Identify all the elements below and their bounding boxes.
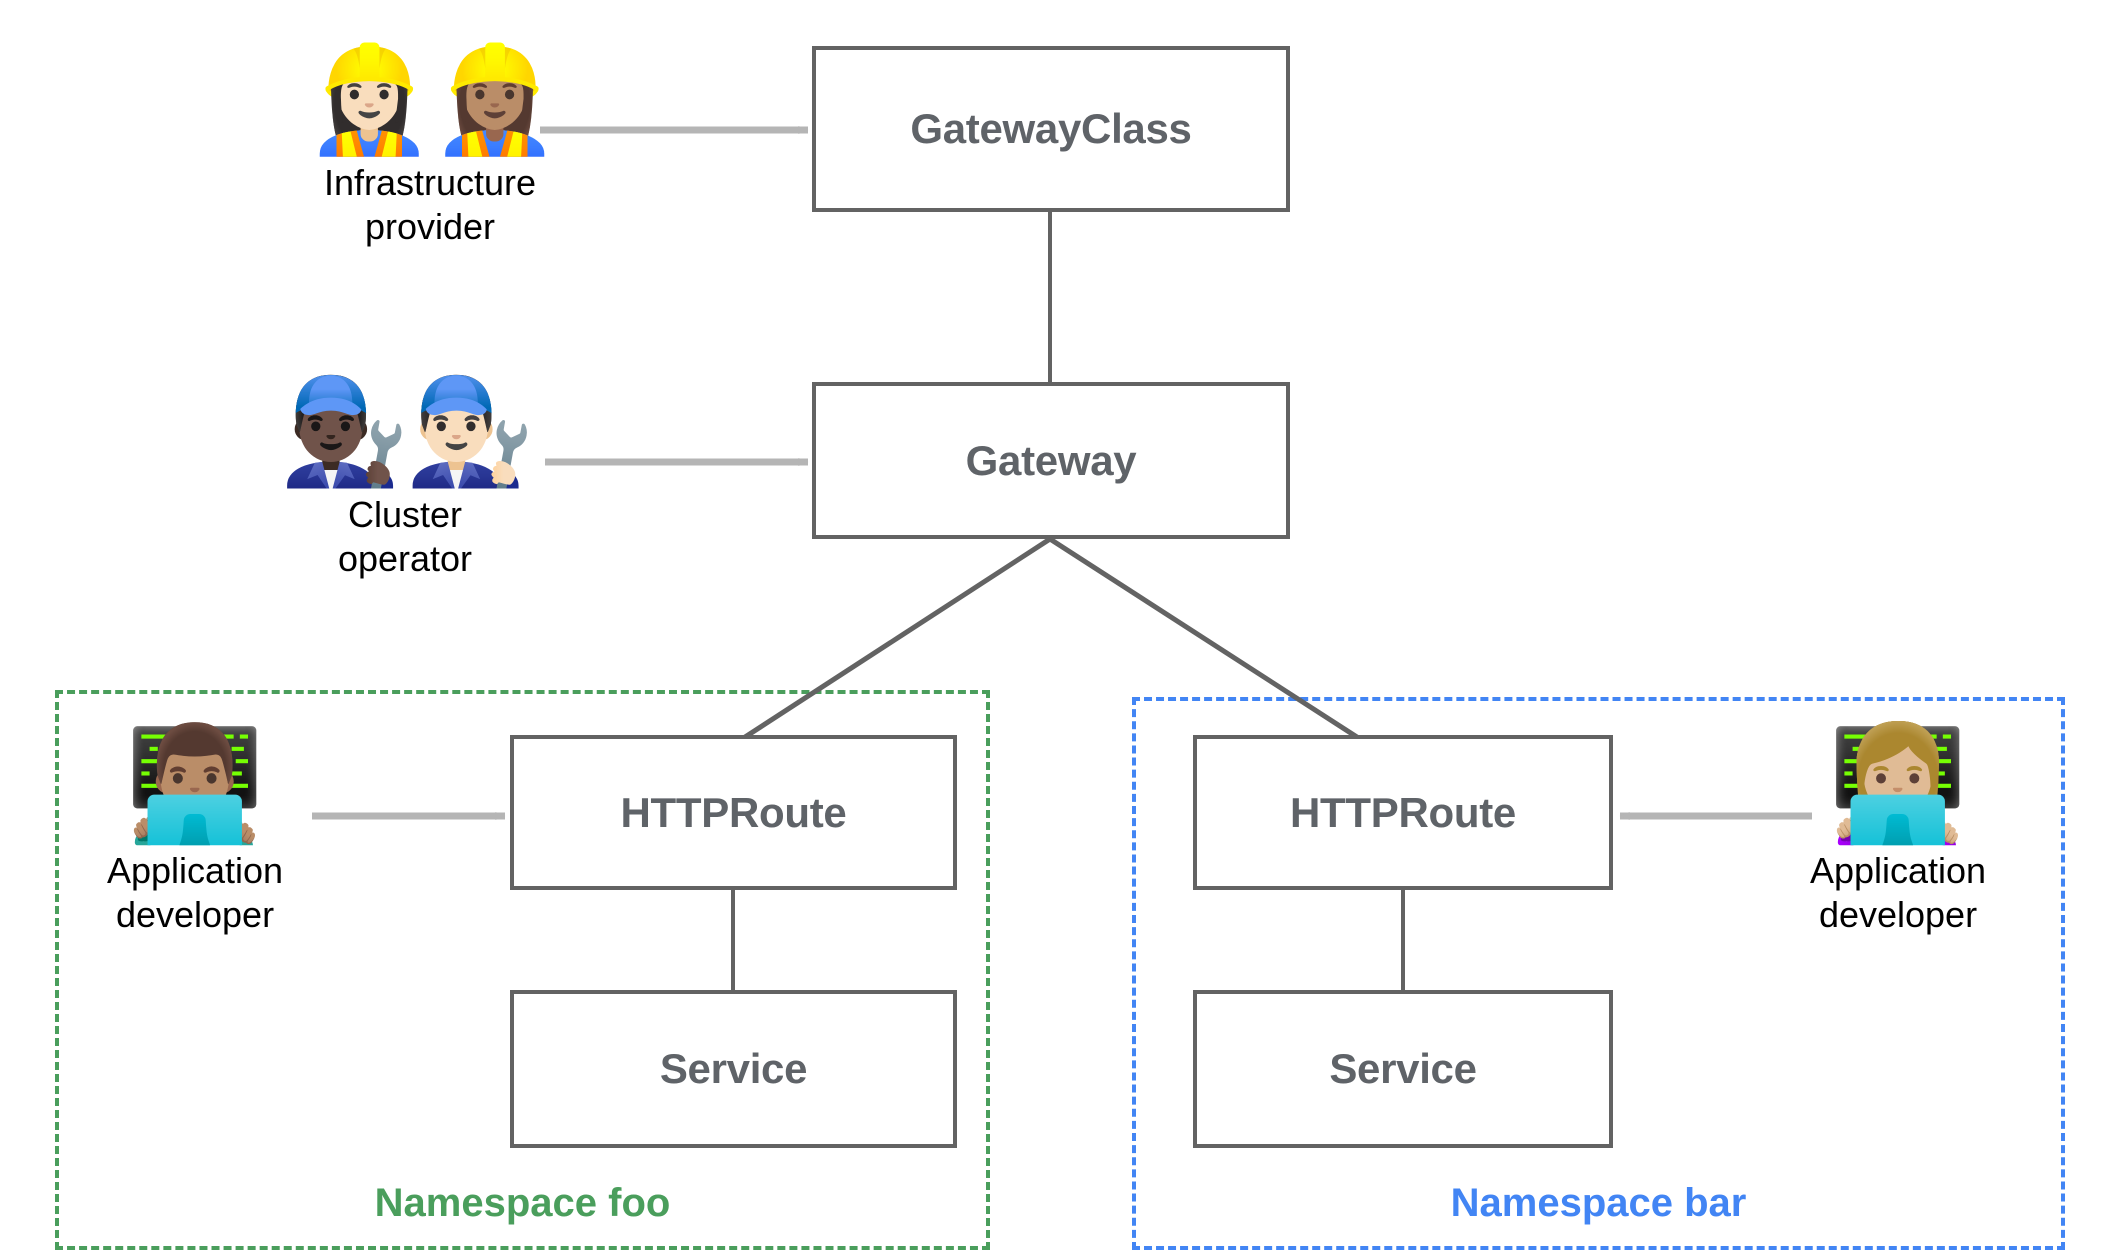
namespace-label-foo: Namespace foo [374, 1181, 671, 1225]
node-gatewayclass[interactable]: GatewayClass [812, 46, 1290, 212]
node-httproute-bar[interactable]: HTTPRoute [1193, 735, 1613, 890]
edge-gateway-httproute-bar [1048, 536, 1362, 742]
persona-cluster-operator-label: Cluster operator [337, 494, 473, 580]
node-httproute-foo-label: HTTPRoute [620, 788, 847, 836]
man-technologist-icon: 👨🏽‍💻 [125, 721, 265, 846]
node-service-foo-label: Service [659, 1045, 808, 1092]
mechanic-workers-icon: 👨🏿‍🔧👨🏻‍🔧 [279, 374, 535, 490]
persona-application-developer-foo-label: Application developer [106, 849, 284, 935]
node-httproute-bar-label: HTTPRoute [1290, 788, 1516, 836]
hard-hat-workers-icon: 👷🏻‍♀️👷🏽‍♀️ [304, 42, 560, 158]
persona-infrastructure-provider-label: Infrastructure provider [323, 162, 537, 248]
namespace-boundary-bar [1132, 697, 2065, 1250]
persona-infrastructure-provider: 👷🏻‍♀️👷🏽‍♀️ Infrastructure provider [240, 42, 620, 249]
node-gateway-label: Gateway [965, 436, 1137, 484]
persona-cluster-operator: 👨🏿‍🔧👨🏻‍🔧 Cluster operator [215, 374, 595, 581]
persona-application-developer-bar-label: Application developer [1809, 849, 1987, 935]
persona-application-developer-bar: 👩🏼‍💻 Application developer [1733, 725, 2063, 936]
node-httproute-foo[interactable]: HTTPRoute [510, 735, 957, 890]
namespace-boundary-foo [55, 690, 990, 1250]
node-service-bar-label: Service [1329, 1045, 1477, 1092]
node-gateway[interactable]: Gateway [812, 382, 1290, 539]
persona-application-developer-foo: 👨🏽‍💻 Application developer [30, 725, 360, 936]
node-service-foo[interactable]: Service [510, 990, 957, 1148]
node-gatewayclass-label: GatewayClass [910, 105, 1192, 152]
namespace-label-bar: Namespace bar [1450, 1181, 1747, 1225]
node-service-bar[interactable]: Service [1193, 990, 1613, 1148]
edge-gateway-httproute-foo [740, 536, 1052, 742]
woman-technologist-icon: 👩🏼‍💻 [1828, 721, 1968, 846]
